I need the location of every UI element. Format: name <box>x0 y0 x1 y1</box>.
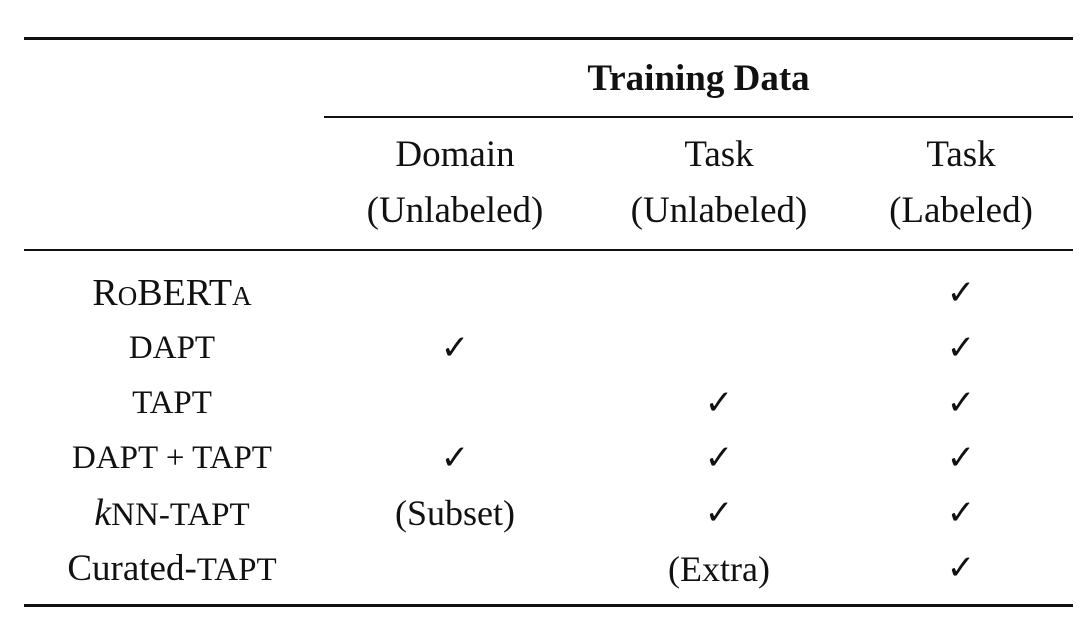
check-icon: ✓ <box>946 273 976 313</box>
check-icon: ✓ <box>440 328 470 368</box>
check-icon: ✓ <box>704 493 734 533</box>
row-label: kNN-TAPT <box>24 494 320 532</box>
row-label: TAPT <box>132 385 212 421</box>
column-header-domain: Domain (Unlabeled) <box>366 134 544 231</box>
check-icon: ✓ <box>946 438 976 478</box>
row-label-text: NN-TAPT <box>111 497 250 533</box>
task-unlabeled-value: (Extra) <box>668 549 770 589</box>
column-header-task-unlabeled: Task (Unlabeled) <box>630 134 808 231</box>
row-label-math: k <box>94 492 112 534</box>
check-icon: ✓ <box>946 493 976 533</box>
top-rule <box>24 37 1073 40</box>
row-label: Curated-TAPT <box>24 550 320 587</box>
row-label: RoBERTa <box>92 272 252 314</box>
column-header-task-labeled: Task (Labeled) <box>889 134 1033 231</box>
check-icon: ✓ <box>946 383 976 423</box>
header-rule <box>24 249 1073 251</box>
row-label: DAPT <box>128 330 216 366</box>
row-label-prefix: Curated- <box>67 548 197 589</box>
row-label-text: TAPT <box>196 552 277 588</box>
group-header: Training Data <box>587 58 810 99</box>
check-icon: ✓ <box>440 438 470 478</box>
domain-value: (Subset) <box>395 493 515 533</box>
row-label: DAPT + TAPT <box>72 440 272 476</box>
bottom-rule <box>24 604 1073 607</box>
check-icon: ✓ <box>946 548 976 588</box>
check-icon: ✓ <box>704 438 734 478</box>
check-icon: ✓ <box>704 383 734 423</box>
group-header-rule <box>324 116 1073 118</box>
check-icon: ✓ <box>946 328 976 368</box>
